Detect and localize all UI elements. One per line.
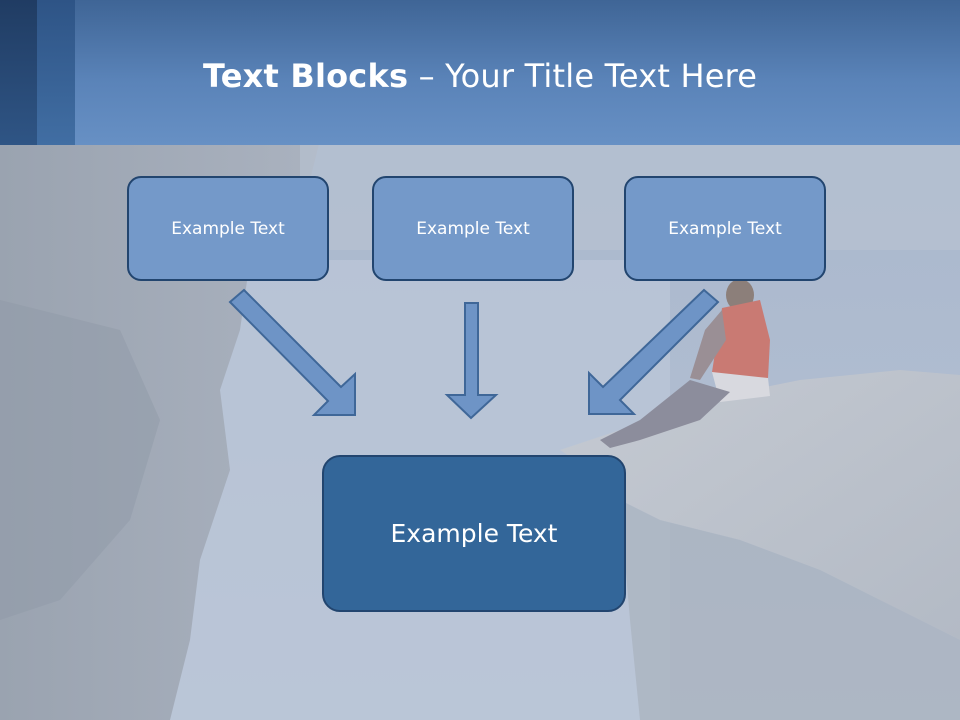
text-block-1-label: Example Text (171, 218, 285, 239)
text-block-1[interactable]: Example Text (127, 176, 329, 281)
title-separator: – (408, 57, 446, 95)
header-accent-dark (0, 0, 37, 145)
slide-title: Text Blocks – Your Title Text Here (203, 54, 757, 98)
text-block-2-label: Example Text (416, 218, 530, 239)
target-text-block-label: Example Text (390, 519, 558, 548)
text-block-3-label: Example Text (668, 218, 782, 239)
header-accent-mid (37, 0, 75, 145)
header-band (0, 0, 960, 145)
text-block-3[interactable]: Example Text (624, 176, 826, 281)
title-bold: Text Blocks (203, 57, 409, 95)
title-rest: Your Title Text Here (445, 57, 758, 95)
target-text-block[interactable]: Example Text (322, 455, 626, 612)
text-block-2[interactable]: Example Text (372, 176, 574, 281)
